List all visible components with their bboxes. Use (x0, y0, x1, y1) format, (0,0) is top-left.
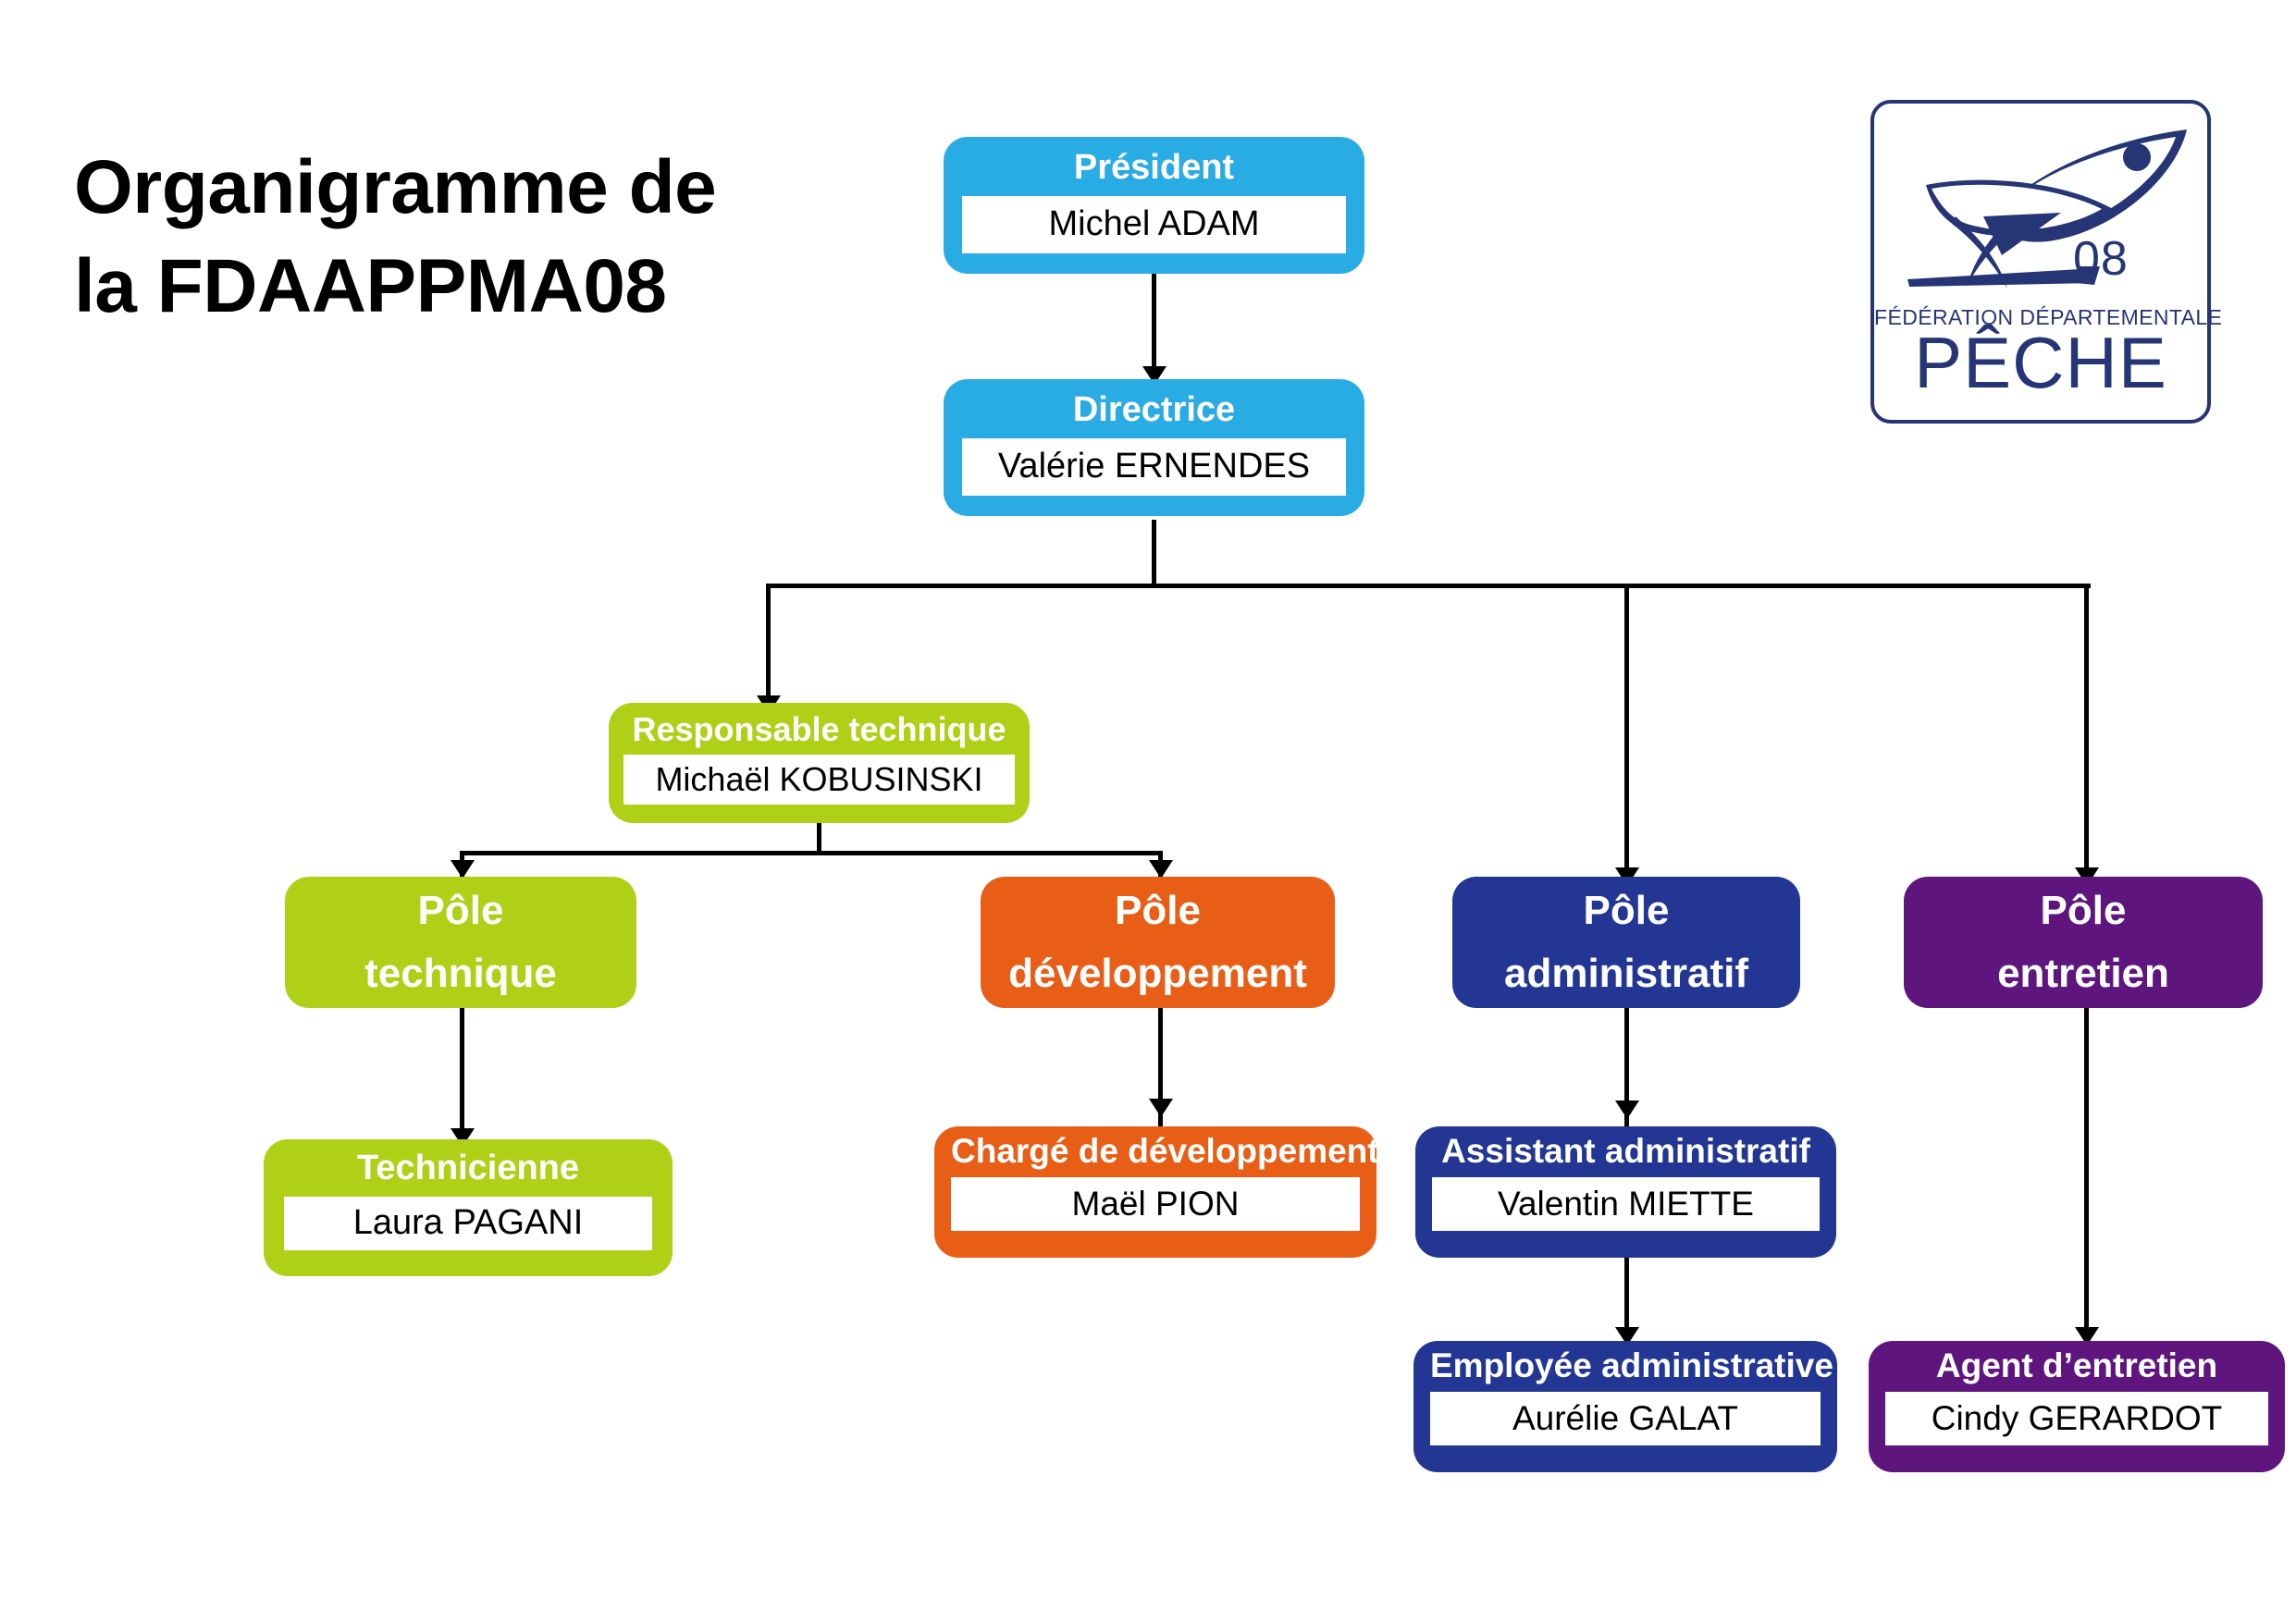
node-assistant-administratif[interactable]: Assistant administratif Valentin MIETTE (1415, 1126, 1836, 1258)
node-pole-developpement-role-line-2: développement (1008, 951, 1307, 996)
node-directrice[interactable]: Directrice Valérie ERNENDES (944, 379, 1364, 516)
logo-number: 08 (2073, 232, 2129, 286)
logo-peche-text: PÊCHE (1914, 322, 2167, 403)
node-responsable-technique[interactable]: Responsable technique Michaël KOBUSINSKI (609, 703, 1030, 823)
arrowhead-assistant-administratif (1615, 1100, 1639, 1119)
connector-president-directrice (1152, 272, 1156, 374)
node-pole-technique-role-line-2: technique (364, 951, 557, 996)
fish-logo-icon (1907, 129, 2187, 289)
arrowhead-pole-developpement (1149, 860, 1173, 879)
node-pole-entretien[interactable]: Pôle entretien (1904, 877, 2263, 1008)
node-agent-entretien-person: Cindy GERARDOT (1885, 1391, 2268, 1445)
node-pole-technique-role-line-1: Pôle (417, 887, 504, 933)
node-charge-developpement-role: Chargé de développement (951, 1132, 1379, 1170)
page-title-line-1: Organigramme de (74, 145, 717, 229)
connector-pole-entretien-agent (2084, 1008, 2089, 1350)
node-pole-administratif-role-line-1: Pôle (1583, 887, 1670, 933)
node-responsable-technique-role: Responsable technique (632, 710, 1006, 748)
node-president-role: Président (1073, 148, 1235, 187)
page-title-line-2: la FDAAPPMA08 (74, 243, 667, 328)
node-agent-entretien-role: Agent d’entretien (1935, 1346, 2218, 1384)
connector-pole-dev-charge (1158, 1008, 1163, 1128)
node-employee-administrative-role: Employée administrative (1430, 1346, 1833, 1384)
node-agent-entretien[interactable]: Agent d’entretien Cindy GERARDOT (1869, 1341, 2285, 1472)
node-responsable-technique-person: Michaël KOBUSINSKI (623, 754, 1015, 805)
connector-bus-pole-administratif (1624, 584, 1629, 878)
connector-pole-admin-assistant (1624, 1008, 1629, 1128)
node-pole-administratif-role-line-2: administratif (1503, 951, 1749, 996)
node-charge-developpement[interactable]: Chargé de développement Maël PION (934, 1126, 1379, 1258)
node-assistant-administratif-role: Assistant administratif (1441, 1132, 1810, 1170)
node-pole-developpement[interactable]: Pôle développement (981, 877, 1335, 1008)
node-pole-administratif[interactable]: Pôle administratif (1452, 877, 1800, 1008)
node-directrice-role: Directrice (1072, 390, 1236, 429)
node-pole-entretien-role-line-1: Pôle (2040, 887, 2127, 933)
node-assistant-administratif-person: Valentin MIETTE (1432, 1176, 1820, 1231)
node-technicienne-role: Technicienne (356, 1149, 580, 1187)
node-president[interactable]: Président Michel ADAM (944, 137, 1364, 274)
connector-directrice-stem (1152, 520, 1156, 586)
node-technicienne-person: Laura PAGANI (284, 1196, 652, 1250)
connector-pole-technique-technicienne (460, 1008, 464, 1137)
logo-federation-text: FÉDÉRATION DÉPARTEMENTALE (1874, 305, 2223, 329)
node-pole-entretien-role-line-2: entretien (1997, 951, 2169, 996)
node-employee-administrative-person: Aurélie GALAT (1430, 1391, 1821, 1445)
connector-directrice-bus (766, 584, 2091, 588)
connector-responsable-stem (817, 821, 821, 854)
node-president-person: Michel ADAM (962, 195, 1346, 253)
node-technicienne[interactable]: Technicienne Laura PAGANI (264, 1139, 673, 1276)
connector-assistant-employee (1624, 1250, 1629, 1352)
page-title: Organigramme de la FDAAPPMA08 (74, 139, 833, 336)
node-pole-developpement-role-line-1: Pôle (1115, 887, 1201, 933)
fdaappma-logo: 08 FÉDÉRATION DÉPARTEMENTALE PÊCHE (1870, 100, 2223, 424)
node-charge-developpement-person: Maël PION (951, 1176, 1360, 1231)
connector-responsable-bus (460, 851, 1163, 855)
arrowhead-charge-developpement (1149, 1099, 1173, 1117)
node-employee-administrative[interactable]: Employée administrative Aurélie GALAT (1413, 1341, 1837, 1472)
node-pole-technique[interactable]: Pôle technique (285, 877, 636, 1008)
arrowhead-pole-technique (451, 860, 475, 879)
node-directrice-person: Valérie ERNENDES (962, 437, 1346, 496)
connector-bus-pole-entretien (2084, 584, 2089, 878)
connector-bus-responsable (766, 584, 771, 704)
